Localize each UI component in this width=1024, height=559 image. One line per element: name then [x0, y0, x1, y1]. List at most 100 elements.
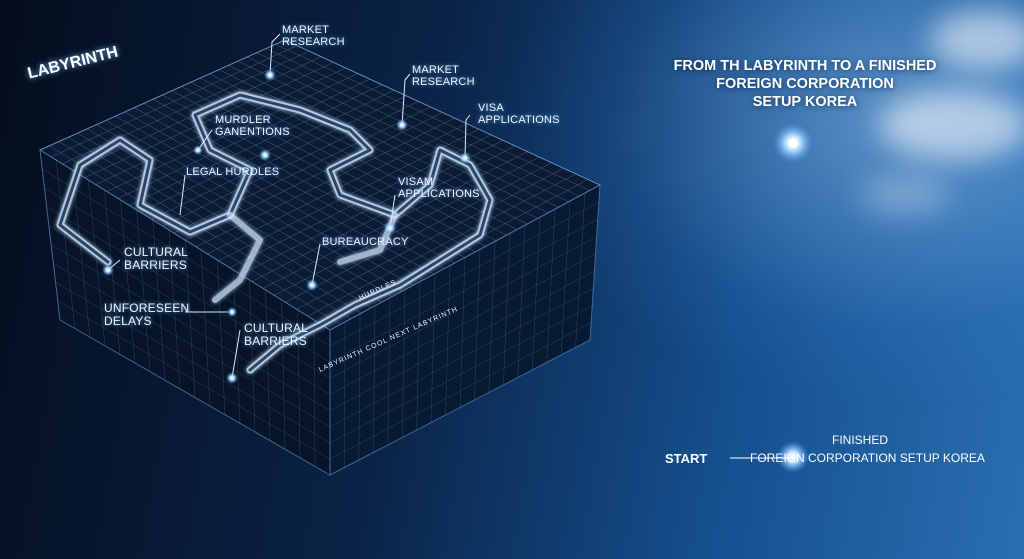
side-grid-line — [589, 184, 601, 341]
label-cultural-barriers-2: CULTURAL BARRIERS — [244, 322, 308, 348]
label-visa-applications: VISA APPLICATIONS — [478, 102, 560, 126]
cloud — [930, 10, 1024, 70]
side-grid-line — [42, 168, 331, 347]
maze-side-grid — [39, 149, 601, 475]
headline: FROM TH LABYRINTH TO A FINISHED FOREIGN … — [640, 57, 970, 111]
grid-line — [275, 44, 590, 191]
label-line: BUREAUCRACY — [322, 236, 409, 248]
cloud — [860, 175, 950, 215]
grid-line — [171, 90, 476, 253]
side-grid-line — [184, 239, 196, 398]
maze-path-core — [58, 93, 492, 372]
headline-line: FOREIGN CORPORATION — [716, 76, 894, 92]
beam-bottom-light — [777, 441, 809, 473]
start-label: START — [665, 451, 708, 466]
label-market-research-2: MARKET RESEARCH — [412, 64, 475, 88]
side-grid-line — [329, 236, 597, 379]
grid-line — [218, 69, 528, 225]
side-grid-line — [281, 299, 286, 450]
side-grid-line — [358, 313, 361, 461]
side-grid-line — [546, 209, 556, 363]
label-line: BARRIERS — [244, 334, 307, 348]
side-grid-line — [313, 319, 316, 467]
label-line: BARRIERS — [124, 258, 187, 272]
grid-line — [266, 48, 580, 197]
side-grid-line — [329, 270, 595, 411]
label-line: VISA — [478, 102, 504, 114]
label-line: MURDLER — [215, 114, 271, 126]
side-grid-line — [152, 219, 166, 381]
side-grid-line — [575, 193, 586, 348]
side-grid-line — [474, 249, 481, 401]
leader-lines — [107, 33, 471, 379]
side-grid-line — [517, 225, 526, 378]
label-cultural-barriers-1: CULTURAL BARRIERS — [124, 246, 188, 272]
glow-dot — [396, 119, 408, 131]
label-line: RESEARCH — [282, 36, 345, 48]
grid-line — [284, 39, 601, 186]
glow-dot — [384, 222, 396, 234]
side-grid-line — [560, 201, 571, 356]
grid-line — [237, 60, 549, 214]
side-grid-line — [445, 265, 451, 416]
side-grid-line — [71, 169, 91, 338]
side-grid-line — [416, 281, 421, 431]
side-grid-line — [39, 149, 61, 321]
side-grid-line — [329, 202, 600, 347]
side-grid-line — [168, 229, 181, 389]
label-line: CULTURAL — [124, 245, 189, 259]
glow-dot — [102, 264, 114, 276]
side-grid-line — [373, 305, 376, 453]
grid-line — [274, 156, 540, 296]
side-grid-line — [329, 219, 598, 363]
side-grid-line — [531, 217, 541, 371]
beam-top-core — [788, 138, 798, 148]
label-line: UNFORESEEN — [104, 301, 190, 315]
side-grid-line — [329, 305, 593, 443]
side-grid-line — [265, 289, 271, 441]
cloud — [880, 90, 1024, 160]
label-line: MARKET — [282, 24, 330, 36]
leader-line — [231, 329, 241, 379]
leader-line — [179, 174, 186, 216]
grid-line — [296, 168, 564, 310]
glow-dot — [227, 307, 237, 317]
side-grid-line — [50, 244, 331, 411]
side-grid-line — [329, 288, 594, 427]
side-grid-line — [88, 179, 106, 346]
side-grid-line — [344, 321, 346, 468]
label-line: RESEARCH — [412, 76, 475, 88]
side-grid-line — [136, 209, 151, 372]
label-line: APPLICATIONS — [398, 188, 480, 200]
label-line: DELAYS — [104, 314, 152, 328]
label-legal-hurdles: LEGAL HURDLES — [186, 166, 279, 178]
label-visam-applications: VISAM APPLICATIONS — [398, 176, 480, 200]
leader-line — [464, 114, 471, 159]
label-line: APPLICATIONS — [478, 114, 560, 126]
glow-dot — [459, 152, 471, 164]
grid-line — [329, 184, 601, 331]
glow-dot — [193, 145, 203, 155]
grid-line — [307, 173, 576, 317]
label-line: LEGAL HURDLES — [186, 166, 280, 178]
label-line: CULTURAL — [244, 321, 309, 335]
side-grid-line — [387, 297, 391, 446]
side-grid-line — [329, 322, 592, 460]
glow-dot — [264, 69, 276, 81]
side-grid-line — [55, 159, 76, 329]
label-murdler-ganentions: MURDLER GANENTIONS — [215, 114, 290, 138]
side-grid-line — [249, 279, 256, 432]
grid-line — [247, 56, 559, 208]
glow-dot — [226, 372, 238, 384]
side-grid-line — [216, 259, 226, 415]
leader-line — [401, 73, 411, 126]
label-line: GANENTIONS — [215, 126, 290, 138]
side-grid-line — [430, 273, 436, 423]
side-grid-line — [53, 263, 331, 427]
glow-dots — [102, 69, 471, 384]
side-grid-line — [329, 253, 596, 395]
side-grid-line — [488, 241, 496, 393]
side-grid-line — [44, 187, 331, 363]
